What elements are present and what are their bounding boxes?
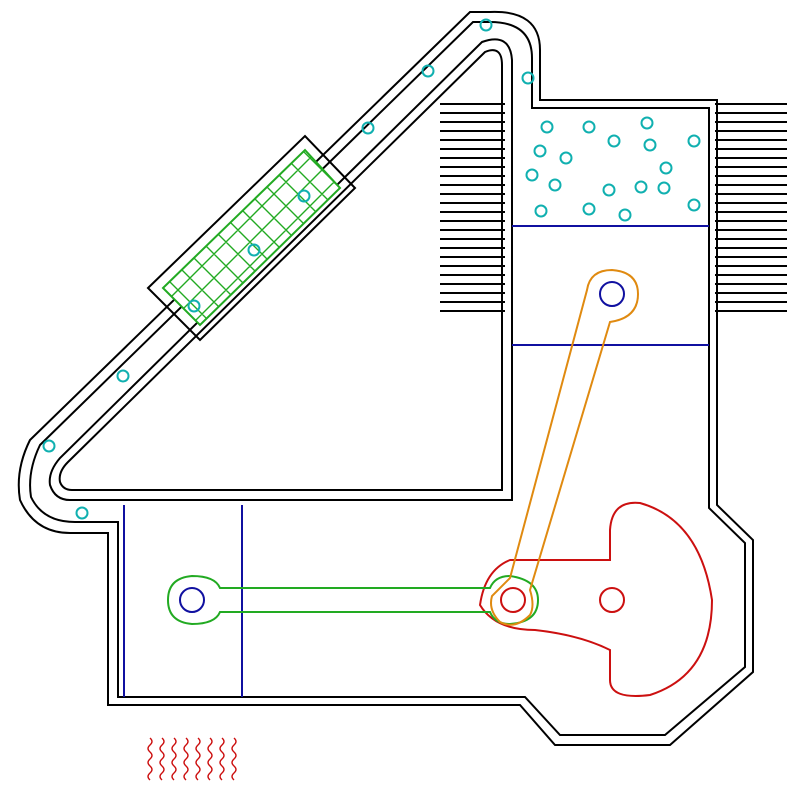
flame-wave xyxy=(183,737,189,781)
gas-molecule xyxy=(75,506,89,520)
gas-molecule xyxy=(687,198,701,212)
gas-molecule xyxy=(602,183,616,197)
flame-wave xyxy=(231,737,237,781)
power-piston-pin xyxy=(599,281,625,307)
gas-molecule xyxy=(42,439,56,453)
gas-molecule xyxy=(421,64,435,78)
gas-molecule xyxy=(534,204,548,218)
gas-molecule xyxy=(582,120,596,134)
gas-molecule xyxy=(540,120,554,134)
gas-molecule xyxy=(607,134,621,148)
cooling-fins-left xyxy=(440,103,505,312)
gas-molecule xyxy=(187,299,201,313)
gas-molecule xyxy=(618,208,632,222)
transfer-duct xyxy=(48,38,513,501)
gas-molecule xyxy=(548,178,562,192)
flame-wave xyxy=(207,737,213,781)
gas-molecule xyxy=(479,18,493,32)
heat-source-flames xyxy=(147,737,237,781)
displacer-pivot xyxy=(179,587,205,613)
regenerator-housing xyxy=(146,134,357,342)
gas-molecule xyxy=(297,189,311,203)
regenerator xyxy=(146,134,357,342)
gas-molecule xyxy=(525,168,539,182)
displacer-connecting-rod xyxy=(166,574,540,626)
flame-wave xyxy=(171,737,177,781)
gas-molecule xyxy=(116,369,130,383)
flame-wave xyxy=(159,737,165,781)
gas-molecules xyxy=(42,18,701,520)
gas-molecule xyxy=(582,202,596,216)
gas-molecule xyxy=(533,144,547,158)
power-cylinder xyxy=(512,225,709,346)
flame-wave xyxy=(147,737,153,781)
regenerator-mesh-box xyxy=(161,148,342,327)
crank-center xyxy=(500,587,526,613)
gas-molecule xyxy=(657,181,671,195)
gas-molecule xyxy=(659,161,673,175)
gas-molecule xyxy=(640,116,654,130)
gas-molecule xyxy=(634,180,648,194)
flame-wave xyxy=(219,737,225,781)
gas-molecule xyxy=(687,134,701,148)
gas-molecule xyxy=(247,243,261,257)
crank-pin xyxy=(599,587,625,613)
displacer-piston xyxy=(123,505,243,697)
gas-molecule xyxy=(559,151,573,165)
power-connecting-rod xyxy=(490,268,640,626)
gas-molecule xyxy=(521,71,535,85)
regenerator-mesh xyxy=(163,150,340,325)
gas-molecule xyxy=(361,121,375,135)
flame-wave xyxy=(195,737,201,781)
gas-molecule xyxy=(643,138,657,152)
crank-flywheel xyxy=(478,501,714,697)
cooling-fins-right xyxy=(715,103,787,312)
